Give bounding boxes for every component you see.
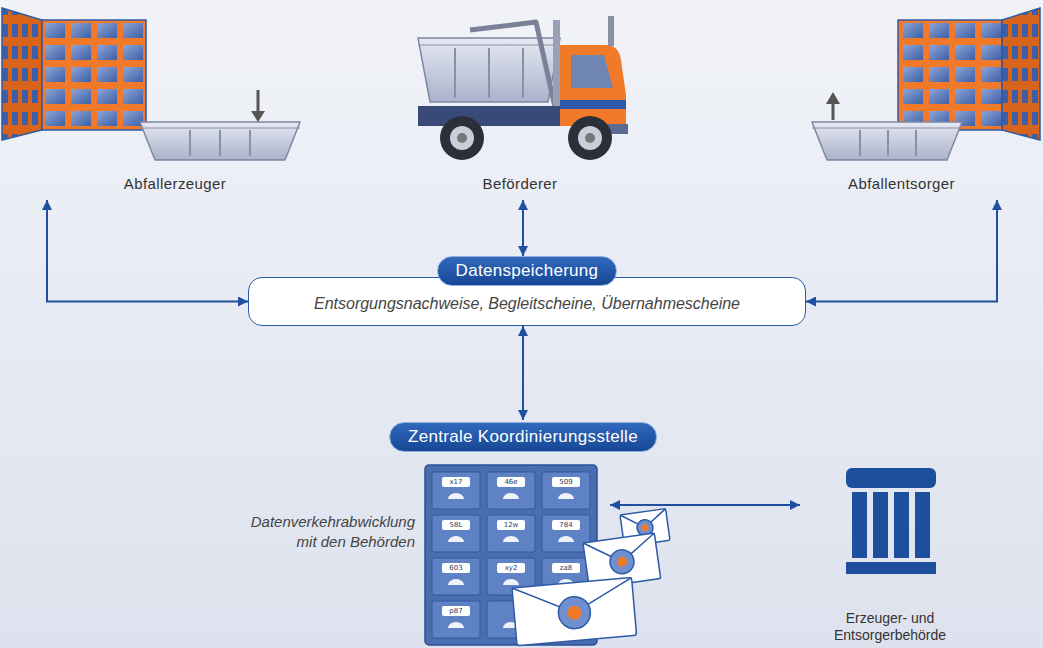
data-flow-arrow: [522, 326, 524, 420]
node-label: Erzeuger- und Entsorgerbehörde: [820, 610, 960, 644]
data-flow-arrow: [522, 200, 524, 256]
authority: Erzeuger- und Entsorgerbehörde: [800, 462, 980, 648]
drawer-label: za8: [552, 563, 580, 573]
drawer-label: 509: [552, 477, 580, 487]
note-text: Datenverkehrabwicklung mit den Behörden: [230, 512, 415, 551]
waste-disposer: Abfallentsorger: [760, 0, 1043, 200]
coordination-office: Zentrale KoordinierungsstelleDatenverkeh…: [230, 420, 610, 648]
drawer-label: 12w: [497, 520, 525, 530]
node-label: Beförderer: [400, 175, 640, 192]
data-storage-box: DatenspeicherungEntsorgungsnachweise, Be…: [248, 256, 806, 326]
waste-producer: Abfallerzeuger: [20, 0, 330, 200]
heading-pill: Zentrale Koordinierungsstelle: [389, 422, 657, 452]
data-flow-arrow: [47, 200, 248, 302]
heading-pill: Datenspeicherung: [437, 256, 618, 286]
drawer-label: p87: [442, 606, 470, 616]
drawer-label: x17: [442, 477, 470, 487]
drawer-label: xy2: [497, 563, 525, 573]
drawer-label: 784: [552, 520, 580, 530]
data-flow-arrow: [806, 200, 997, 302]
drawer-label: 603: [442, 563, 470, 573]
data-flow-arrow: [610, 504, 800, 506]
carrier: Beförderer: [400, 0, 640, 200]
drawer-label: 46e: [497, 477, 525, 487]
node-label: Abfallerzeuger: [20, 175, 330, 192]
body-text: Entsorgungsnachweise, Begleitscheine, Üb…: [265, 295, 789, 313]
drawer-label: 58L: [442, 520, 470, 530]
node-label: Abfallentsorger: [760, 175, 1043, 192]
